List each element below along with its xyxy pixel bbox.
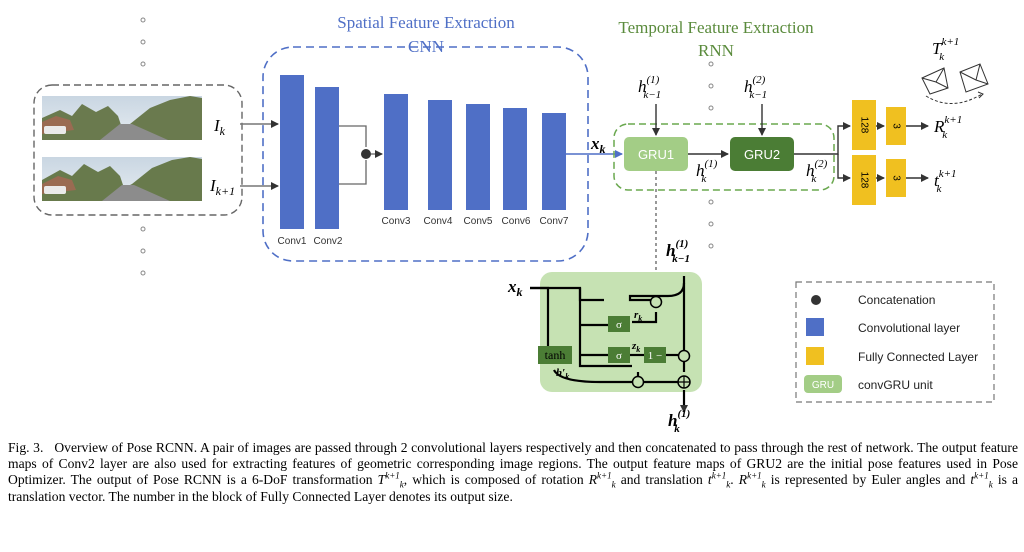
legend-fc-label: Fully Connected Layer (858, 350, 978, 364)
spatial-sub: CNN (408, 37, 444, 56)
conv1-label: Conv1 (278, 236, 307, 247)
fc-128-translation (852, 155, 876, 205)
svg-text:σ: σ (616, 350, 622, 362)
conv1-block (280, 75, 304, 229)
legend-conv-label: Convolutional layer (858, 321, 960, 335)
input-label-ik1: Ik+1 (209, 176, 235, 198)
conv3-label: Conv3 (382, 216, 411, 227)
gru-detail-hout: h(1)k (668, 408, 690, 435)
xk-label: xk (590, 134, 606, 156)
fc-3-translation (886, 159, 906, 197)
caption-label: Fig. 3. (8, 440, 44, 455)
conv5-label: Conv5 (464, 216, 493, 227)
hk1-label: h(1)k (696, 158, 718, 185)
hk2-label: h(2)k (806, 158, 828, 185)
temporal-title: Temporal Feature Extraction (618, 18, 814, 37)
spatial-title: Spatial Feature Extraction (337, 13, 515, 32)
gru-detail-xk: xk (507, 277, 523, 299)
fc-3-rotation (886, 107, 906, 145)
concat-connectors (339, 125, 383, 185)
input-image-k (42, 96, 202, 140)
legend-concat-label: Concatenation (858, 293, 935, 307)
image-pair-box (33, 84, 243, 216)
pose-rcnn-diagram: Ik Ik+1 Spatial Feature Extraction CNN C… (33, 13, 995, 435)
svg-text:σ: σ (616, 319, 622, 331)
hprime-label: h′k (556, 367, 569, 381)
gru1-block[interactable] (624, 137, 688, 171)
fc-128-rotation (852, 100, 876, 150)
legend-gru-icon (804, 375, 842, 393)
input-image-k-plus-1 (42, 157, 202, 201)
conv4-block (428, 100, 452, 210)
input-label-ik: Ik (213, 116, 226, 138)
svg-text:3: 3 (890, 175, 901, 181)
mult-node-r (649, 295, 663, 309)
mult-node-h (631, 375, 645, 389)
sigma-r-block (608, 316, 630, 332)
legend-fc-icon (806, 347, 824, 365)
h1-prev-label: h(1)k−1 (638, 74, 661, 101)
conv7-block (542, 113, 566, 210)
conv3-block (384, 94, 408, 210)
conv4-label: Conv4 (424, 216, 453, 227)
legend-gru-label: convGRU unit (858, 378, 933, 392)
rk-label: rk (634, 309, 642, 323)
svg-text:128: 128 (858, 172, 869, 189)
one-minus-block (644, 347, 666, 363)
svg-text:3: 3 (890, 123, 901, 129)
svg-text:128: 128 (858, 117, 869, 134)
rnn-region (613, 123, 835, 191)
gru-detail-hprev: h(1)k−1 (666, 238, 690, 265)
ellipsis-dots (140, 17, 714, 276)
tanh-block (538, 346, 572, 364)
camera-pose-icon (921, 63, 989, 104)
mult-node-z (677, 349, 691, 363)
conv5-block (466, 104, 490, 210)
sigma-z-block (608, 347, 630, 363)
legend-conv-icon (806, 318, 824, 336)
conv7-label: Conv7 (540, 216, 569, 227)
h2-prev-label: h(2)k−1 (744, 74, 767, 101)
concat-node (361, 149, 371, 159)
legend-concat-icon (811, 295, 821, 305)
svg-text:1 −: 1 − (648, 350, 662, 362)
conv6-block (503, 108, 527, 210)
svg-text:GRU: GRU (812, 380, 834, 391)
cnn-region (262, 46, 589, 262)
zk-label: zk (631, 340, 640, 354)
conv6-label: Conv6 (502, 216, 531, 227)
gru1-label: GRU1 (638, 147, 674, 162)
gru2-label: GRU2 (744, 147, 780, 162)
conv2-block (315, 87, 339, 229)
svg-text:tanh: tanh (545, 348, 566, 362)
temporal-sub: RNN (698, 41, 734, 60)
figure-caption: Fig. 3. Overview of Pose RCNN. A pair of… (8, 440, 1019, 504)
conv2-label: Conv2 (314, 236, 343, 247)
gru2-block[interactable] (730, 137, 794, 171)
